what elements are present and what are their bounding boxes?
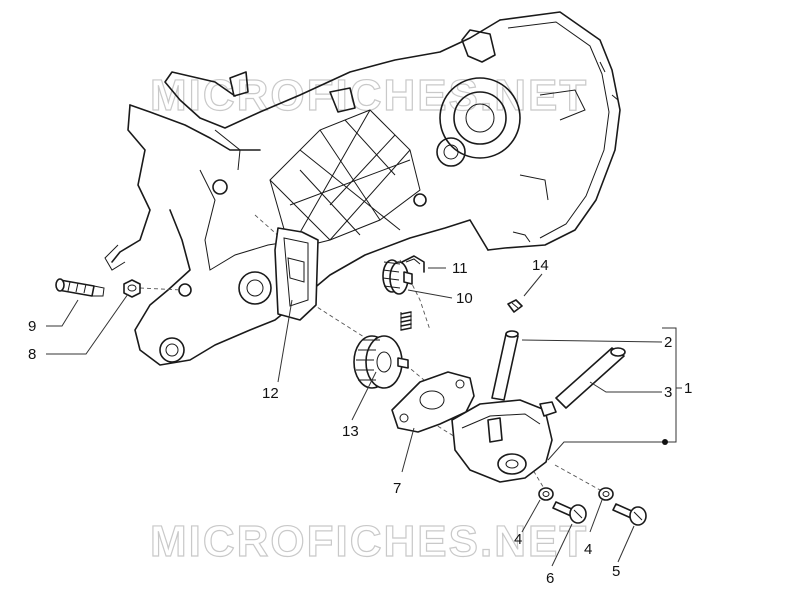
part-12-bracket bbox=[274, 227, 319, 321]
callout-12: 12 bbox=[262, 385, 279, 402]
part-14-clip bbox=[507, 299, 523, 313]
callout-8: 8 bbox=[28, 346, 36, 363]
callout-6: 6 bbox=[546, 570, 554, 587]
part-7-gasket bbox=[391, 371, 475, 433]
assembly-line-1 bbox=[139, 287, 183, 291]
part-1-oil-pump bbox=[451, 399, 557, 483]
callout-11: 11 bbox=[452, 260, 468, 277]
callout-13: 13 bbox=[342, 423, 359, 440]
callout-2: 2 bbox=[664, 334, 672, 351]
watermark-bottom: MICROFICHES.NET bbox=[150, 517, 588, 566]
callout-7: 7 bbox=[393, 480, 401, 497]
assembly-line-2 bbox=[305, 299, 431, 386]
callout-4b: 4 bbox=[584, 541, 592, 558]
callout-9: 9 bbox=[28, 318, 36, 335]
part-2-short-pipe bbox=[491, 330, 519, 401]
callout-10: 10 bbox=[456, 290, 473, 307]
crankcase-drawing bbox=[104, 11, 621, 366]
assembly-line-5 bbox=[529, 464, 546, 491]
part-4-washer-b bbox=[598, 487, 614, 501]
assembly-line-6 bbox=[554, 464, 601, 491]
part-6-screw bbox=[552, 501, 587, 524]
leader-dot bbox=[662, 439, 668, 445]
part-10-small-gear bbox=[382, 259, 413, 295]
spring-part bbox=[400, 311, 412, 331]
watermark-top: MICROFICHES.NET bbox=[150, 71, 588, 120]
part-13-large-gear bbox=[353, 335, 409, 389]
callout-1: 1 bbox=[684, 380, 692, 397]
part-3-long-pipe bbox=[555, 347, 626, 409]
part-11-clip bbox=[401, 255, 425, 273]
leader-lines bbox=[46, 267, 682, 567]
part-8-nut bbox=[123, 279, 141, 298]
part-9-stud bbox=[55, 278, 105, 297]
callout-14: 14 bbox=[532, 257, 549, 274]
part-4-washer-a bbox=[538, 487, 554, 501]
callout-3: 3 bbox=[664, 384, 672, 401]
callout-5: 5 bbox=[612, 563, 620, 580]
callout-4a: 4 bbox=[514, 531, 522, 548]
part-5-screw bbox=[612, 503, 647, 526]
